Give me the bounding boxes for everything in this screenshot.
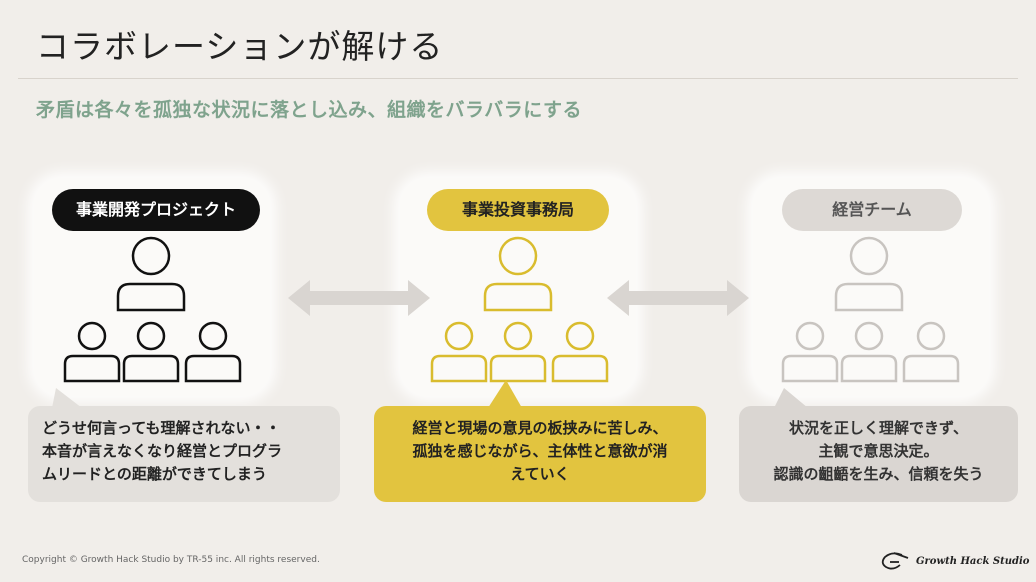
group-label-1: 事業開発プロジェクト: [52, 189, 260, 231]
people-group-icon: [430, 236, 609, 383]
title-divider: [18, 78, 1018, 79]
group-description-2: 経営と現場の意見の板挟みに苦しみ、 孤独を感じながら、主体性と意欲が消 えていく: [374, 406, 706, 502]
group-label-3: 経営チーム: [782, 189, 962, 231]
brand-name: Growth Hack Studio: [916, 555, 1030, 567]
description-line: 孤独を感じながら、主体性と意欲が消: [412, 442, 668, 460]
people-group-icon: [63, 236, 242, 383]
double-arrow-icon: [288, 280, 430, 316]
description-line: どうせ何言っても理解されない・・: [42, 419, 281, 437]
group-description-1: どうせ何言っても理解されない・・ 本音が言えなくなり経営とプログラ ムリードとの…: [28, 406, 340, 502]
slide-title: コラボレーションが解ける: [36, 27, 444, 66]
callout-tail: [488, 380, 522, 408]
description-line: えていく: [510, 465, 570, 483]
group-description-3: 状況を正しく理解できず、 主観で意思決定。 認識の齟齬を生み、信頼を失う: [739, 406, 1018, 502]
growth-hack-logo-icon: [881, 552, 909, 570]
description-line: ムリードとの距離ができてしまう: [42, 465, 267, 483]
description-line: 経営と現場の意見の板挟みに苦しみ、: [412, 419, 668, 437]
description-line: 認識の齟齬を生み、信頼を失う: [773, 465, 984, 483]
description-line: 本音が言えなくなり経営とプログラ: [42, 442, 283, 460]
description-line: 状況を正しく理解できず、: [789, 419, 968, 437]
callout-tail: [774, 388, 808, 408]
description-line: 主観で意思決定。: [818, 442, 939, 460]
people-group-icon: [781, 236, 960, 383]
callout-tail: [52, 388, 82, 408]
copyright-text: Copyright © Growth Hack Studio by TR-55 …: [22, 555, 320, 565]
brand-logo: Growth Hack Studio: [880, 549, 1029, 573]
group-label-2: 事業投資事務局: [427, 189, 609, 231]
slide-subtitle: 矛盾は各々を孤独な状況に落とし込み、組織をバラバラにする: [36, 99, 583, 121]
double-arrow-icon: [607, 280, 749, 316]
